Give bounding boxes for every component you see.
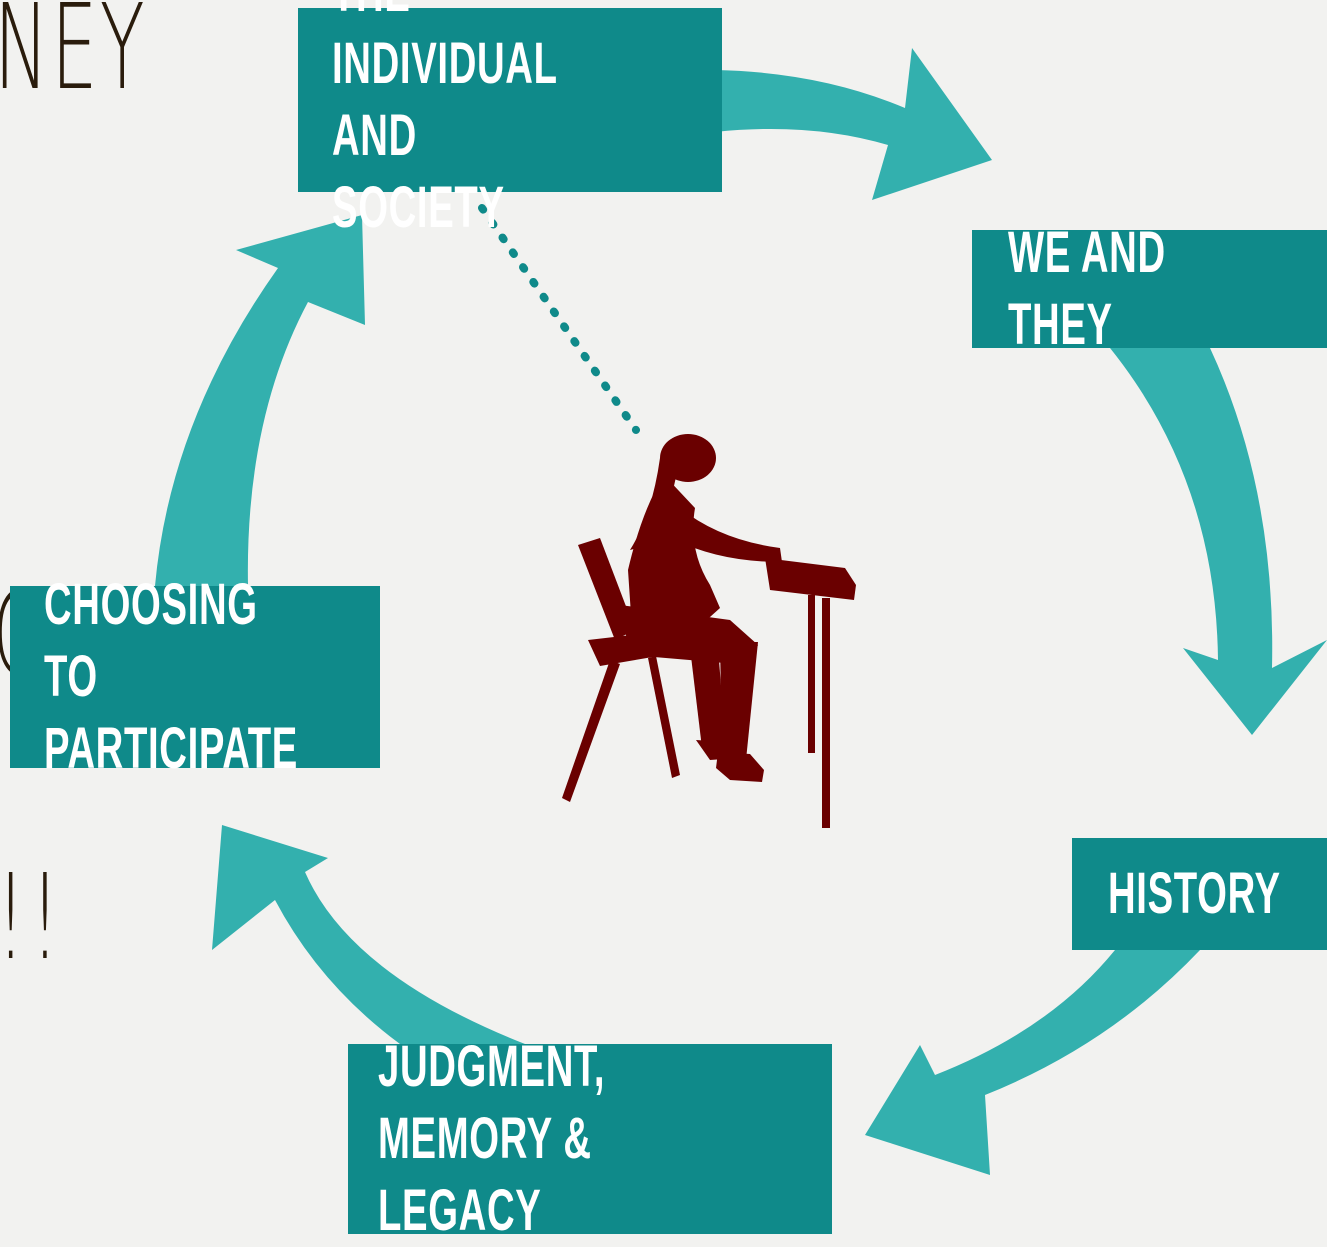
background-exclamation-fragment: !! <box>0 848 65 986</box>
step-label: HISTORY <box>1108 861 1281 927</box>
step-choosing-to-participate: CHOOSING TO PARTICIPATE <box>10 572 380 781</box>
step-we-and-they: WE AND THEY <box>972 220 1327 357</box>
step-judgment-memory-legacy: JUDGMENT, MEMORY & LEGACY <box>348 1034 832 1243</box>
step-label: THE INDIVIDUAL AND SOCIETY <box>332 0 558 240</box>
step-individual-and-society: THE INDIVIDUAL AND SOCIETY <box>298 0 722 240</box>
step-label: JUDGMENT, MEMORY & LEGACY <box>378 1034 606 1243</box>
arrow-history-to-judgment <box>865 950 1200 1175</box>
step-label: WE AND THEY <box>1008 220 1166 357</box>
arrow-choosing-to-individual <box>155 215 365 586</box>
arrow-individual-to-we-they <box>715 48 992 200</box>
arrow-judgment-to-choosing <box>212 825 525 1044</box>
step-history: HISTORY <box>1072 838 1327 950</box>
arrow-we-they-to-history <box>1110 348 1327 735</box>
student-at-desk-icon <box>562 434 856 828</box>
background-title-fragment: NEY <box>0 0 148 116</box>
step-label: CHOOSING TO PARTICIPATE <box>44 572 298 781</box>
